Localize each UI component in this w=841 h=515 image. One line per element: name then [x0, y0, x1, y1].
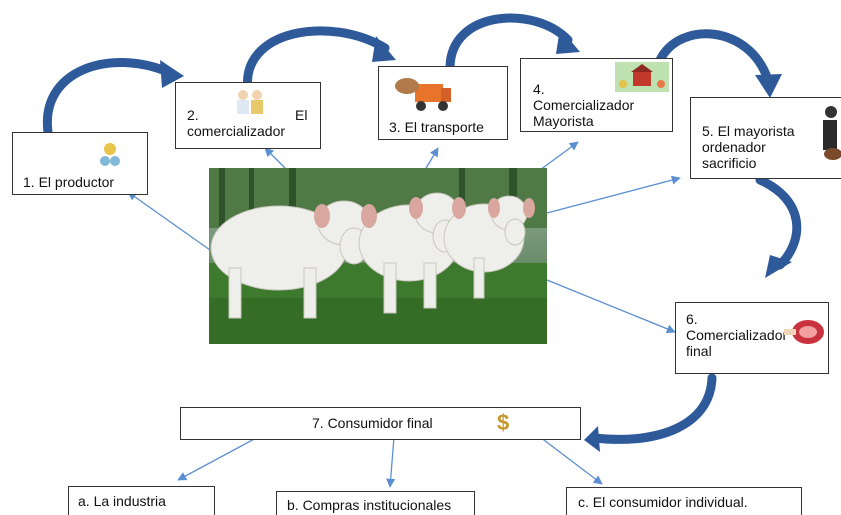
- cattle-truck-icon: [395, 78, 451, 111]
- link-to-institucionales: [386, 436, 396, 488]
- link-to-transporte: [424, 147, 439, 171]
- dollar-icon: $: [497, 410, 510, 435]
- arrowhead-3: [372, 36, 396, 62]
- node-final-number: 6.: [686, 311, 698, 327]
- seedling-icon: [100, 143, 120, 166]
- meat-icon: [784, 320, 824, 344]
- farm-icon: [615, 62, 669, 92]
- arrowhead-2: [160, 60, 184, 88]
- node-transporte-label: 3. El transporte: [389, 119, 484, 135]
- curve-arrow-4-5: [655, 29, 773, 85]
- node-ordenador-label-3: sacrificio: [702, 155, 757, 171]
- node-consumidor-label: 7. Consumidor final: [312, 415, 433, 431]
- curve-arrow-3-4: [445, 13, 573, 73]
- node-mayorista: 4. Comercializador Mayorista: [520, 58, 673, 132]
- link-to-comercializador: [264, 147, 288, 171]
- node-ordenador-label-1: 5. El mayorista: [702, 123, 795, 139]
- arrowhead-5: [755, 74, 782, 98]
- node-productor: 1. El productor: [12, 132, 148, 195]
- node-comercializador: 2. El comercializador: [175, 82, 321, 149]
- node-industria: a. La industria: [68, 486, 215, 515]
- link-to-individual: [539, 436, 603, 485]
- curve-arrow-5-6: [755, 175, 802, 270]
- node-mayorista-label-2: Mayorista: [533, 113, 594, 129]
- node-ordenador-label-2: ordenador: [702, 139, 766, 155]
- node-comercializador-label: comercializador: [187, 123, 286, 139]
- link-to-productor: [127, 191, 211, 251]
- arrowhead-7: [584, 426, 600, 452]
- node-consumidor-final: 7. Consumidor final $: [180, 407, 581, 440]
- curve-arrow-1-2: [42, 58, 173, 137]
- node-comercializador-number: 2.: [187, 107, 199, 123]
- node-mayorista-number: 4.: [533, 81, 545, 97]
- merchants-icon: [237, 90, 263, 114]
- node-individual-label: c. El consumidor individual.: [578, 494, 748, 510]
- node-final-label-1: Comercializador: [686, 327, 788, 343]
- node-industria-label: a. La industria: [78, 493, 166, 509]
- link-to-industria: [177, 436, 259, 481]
- node-transporte: 3. El transporte: [378, 66, 508, 140]
- node-productor-label: 1. El productor: [23, 174, 115, 190]
- curve-arrow-6-7: [589, 373, 717, 444]
- node-comercializador-final: 6. Comercializador final: [675, 302, 829, 374]
- butcher-icon: [823, 106, 841, 160]
- curve-arrow-2-3: [243, 26, 390, 95]
- node-final-label-2: final: [686, 343, 712, 359]
- arrowhead-4: [556, 28, 580, 54]
- node-ordenador: 5. El mayorista ordenador sacrificio: [690, 97, 841, 179]
- node-institucionales-label: b. Compras institucionales: [287, 497, 452, 513]
- cattle-photo: [209, 168, 547, 344]
- node-consumidor-individual: c. El consumidor individual.: [566, 487, 802, 515]
- node-compras-institucionales: b. Compras institucionales: [276, 491, 475, 515]
- link-to-final: [546, 279, 676, 334]
- node-mayorista-label-1: Comercializador: [533, 97, 635, 113]
- link-to-mayorista: [539, 141, 579, 171]
- arrowhead-6: [765, 255, 792, 278]
- link-to-ordenador: [546, 175, 681, 214]
- node-comercializador-el: El: [295, 107, 308, 123]
